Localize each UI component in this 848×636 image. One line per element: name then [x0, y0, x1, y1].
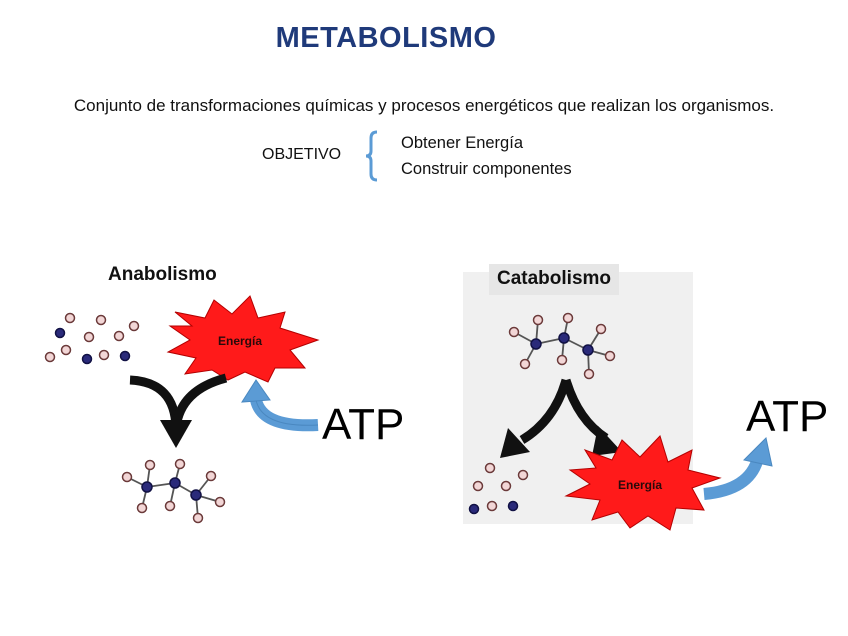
anabolism-energy-burst: Energía [166, 295, 320, 383]
catabolism-energy-burst: Energía [564, 435, 722, 531]
anabolism-scattered-molecules [44, 312, 140, 365]
anabolism-atp-arrow-icon [241, 379, 319, 432]
brace-icon [365, 130, 378, 182]
catabolism-atp-arrow-icon [703, 436, 773, 500]
catabolism-atp-label: ATP [746, 392, 829, 441]
page-title: METABOLISMO [275, 22, 497, 54]
catabolism-heading: Catabolismo [489, 264, 620, 295]
catabolism-source-molecule [508, 312, 616, 380]
objective-item-energy: Obtener Energía [401, 134, 523, 152]
anabolism-down-arrow-icon [129, 373, 228, 448]
anabolism-heading: Anabolismo [108, 264, 217, 285]
catabolism-split-arrow-icon [500, 378, 622, 458]
anabolism-atp-label: ATP [322, 400, 405, 449]
metabolism-definition: Conjunto de transformaciones químicas y … [73, 96, 775, 115]
objective-item-build: Construir componentes [401, 160, 572, 178]
objective-label: OBJETIVO [262, 146, 342, 163]
anabolism-built-molecule [121, 458, 226, 524]
catabolism-energy-label: Energía [618, 478, 662, 492]
catabolism-scattered-molecules [468, 462, 529, 515]
anabolism-energy-label: Energía [218, 334, 262, 348]
